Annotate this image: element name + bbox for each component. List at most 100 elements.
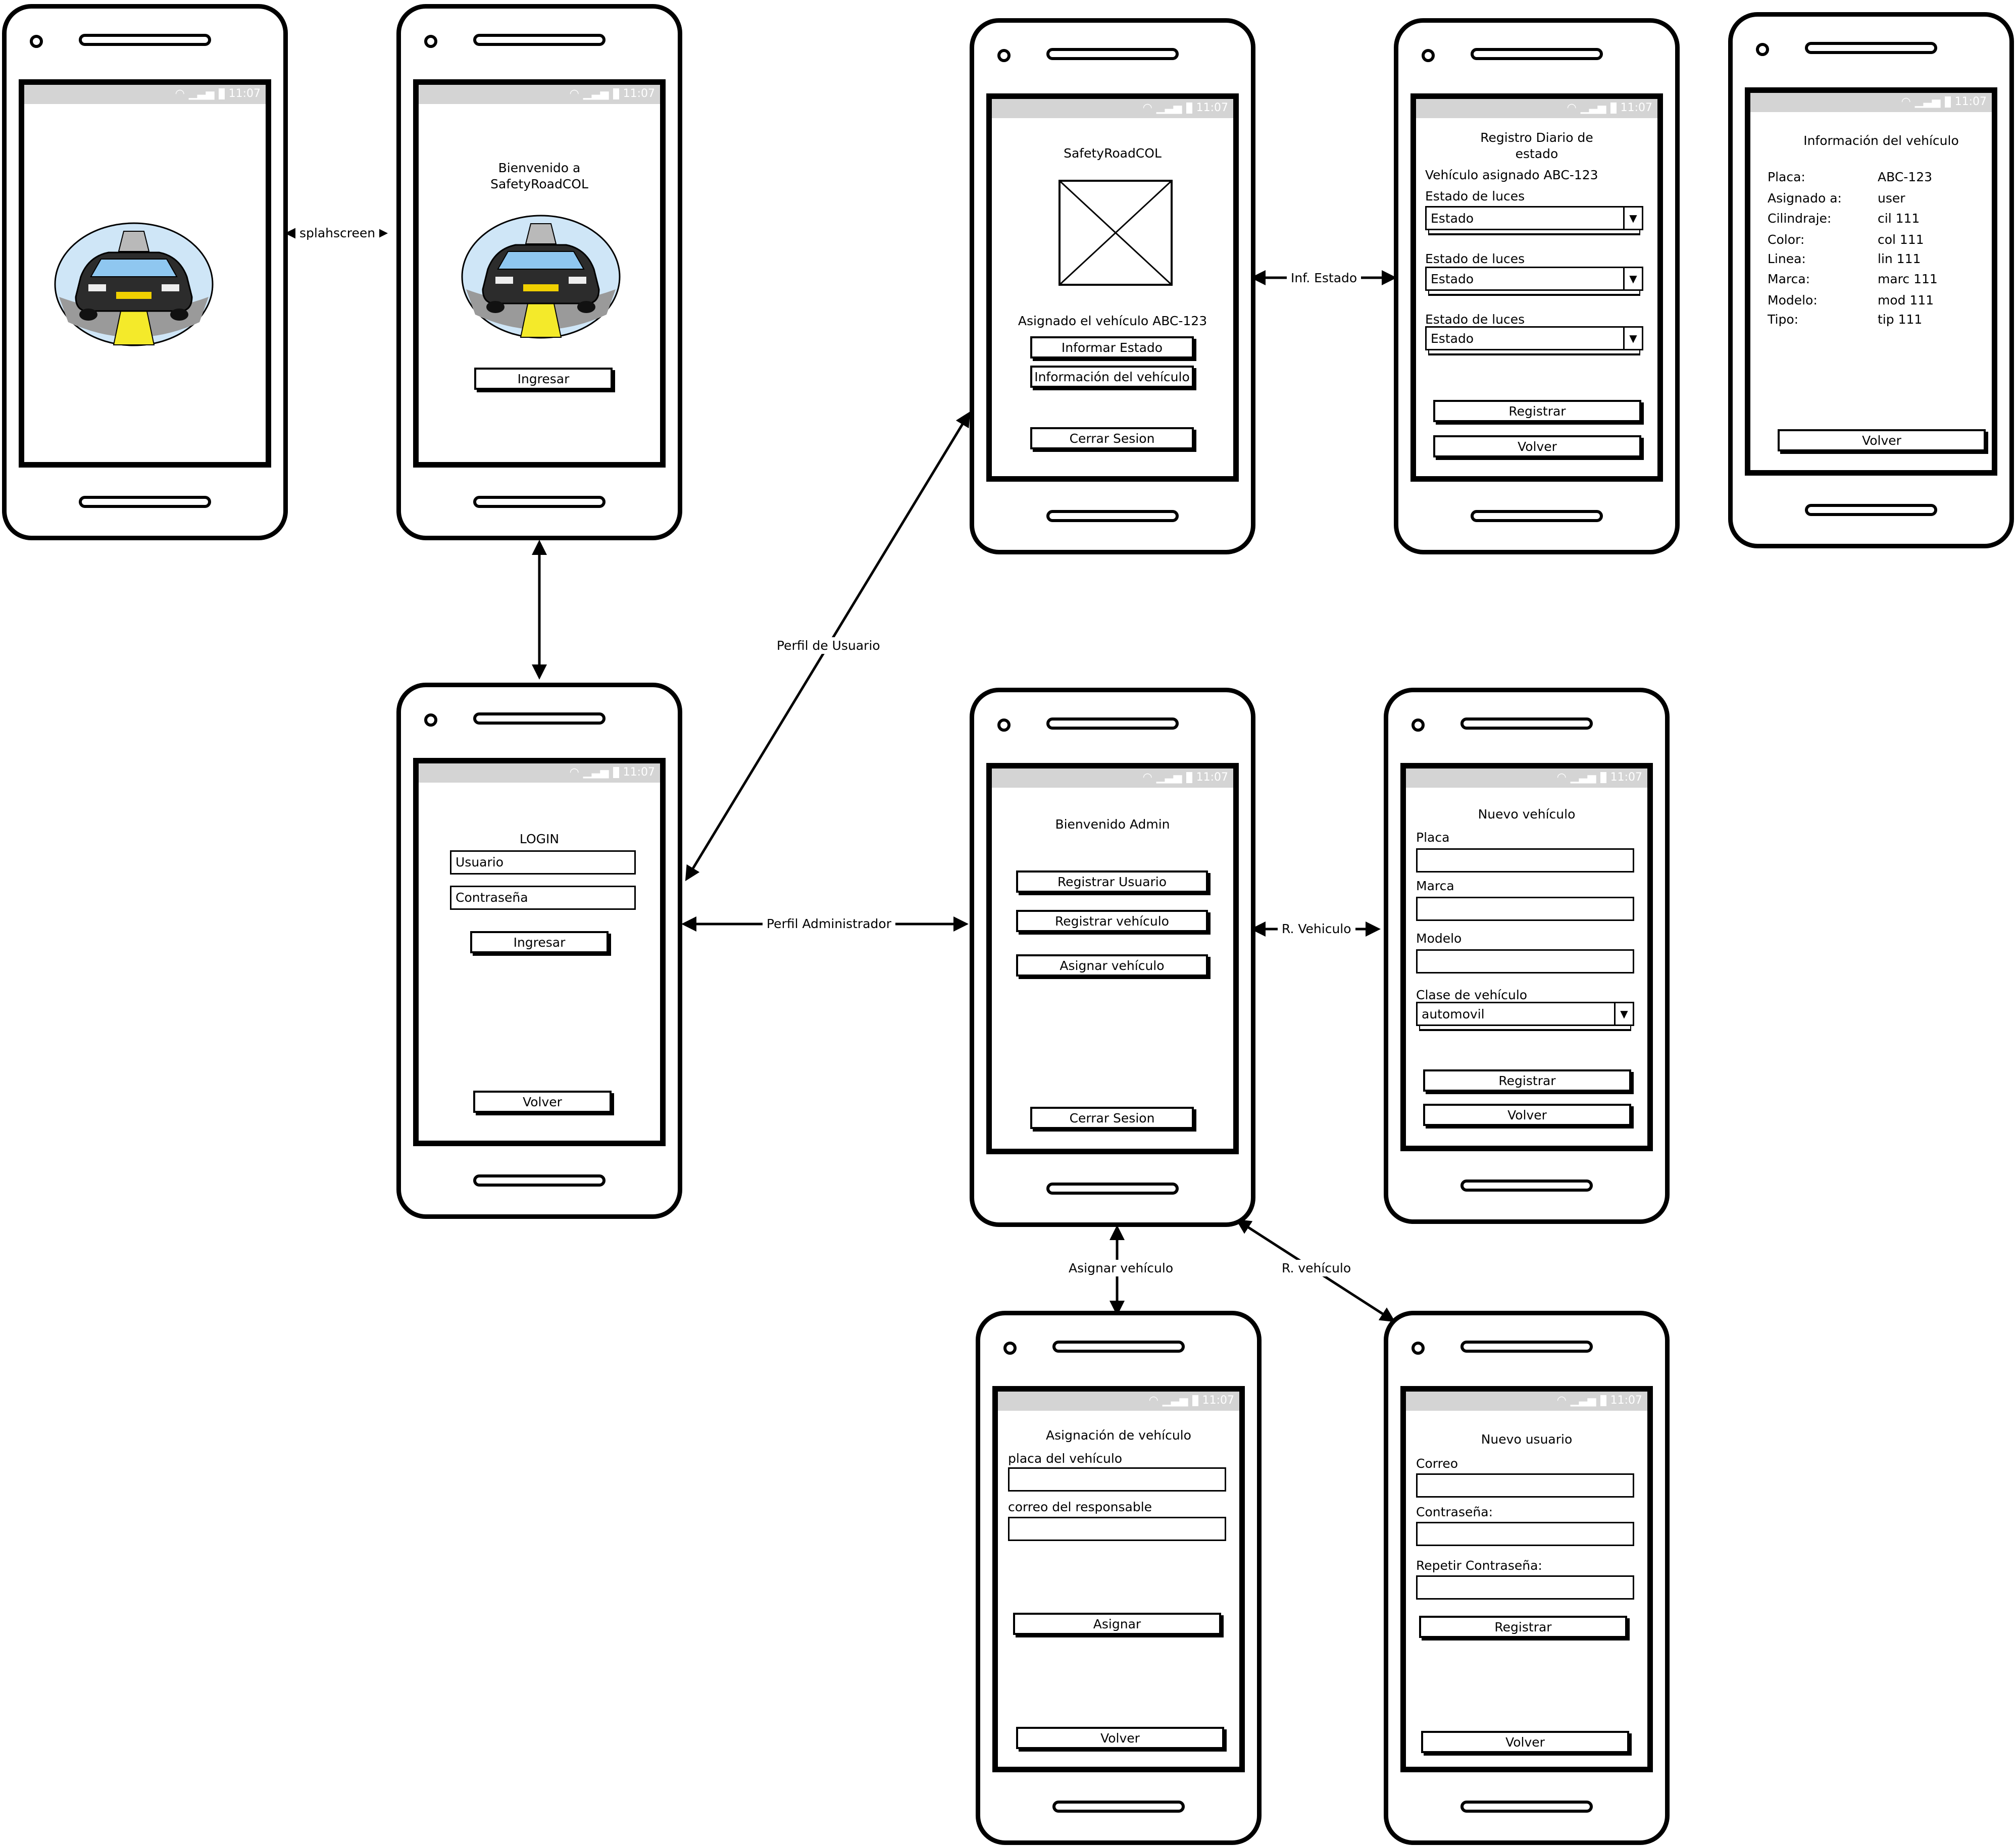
registrar-button[interactable]: Registrar	[1423, 1069, 1631, 1092]
correo-label: Correo	[1416, 1456, 1458, 1471]
speaker-icon	[79, 34, 211, 46]
registrar-vehiculo-button[interactable]: Registrar vehículo	[1016, 910, 1208, 932]
info-value: user	[1878, 191, 1905, 206]
placa-label: Placa	[1416, 830, 1450, 845]
status-time: 11:07	[1610, 1394, 1642, 1407]
welcome-title-line1: Bienvenido a	[498, 161, 581, 175]
informar-estado-button[interactable]: Informar Estado	[1030, 336, 1194, 358]
info-key: Placa:	[1768, 170, 1805, 184]
volver-button[interactable]: Volver	[1016, 1727, 1224, 1749]
status-bar: ◠▁▃▅11:07	[24, 85, 266, 104]
status-time: 11:07	[228, 87, 261, 100]
volver-button[interactable]: Volver	[1421, 1731, 1629, 1753]
speaker-icon	[1460, 717, 1593, 730]
home-button-icon	[1460, 1801, 1593, 1813]
info-key: Modelo:	[1768, 293, 1818, 307]
placa-input[interactable]	[1008, 1467, 1226, 1492]
estado-luces-label-1: Estado de luces	[1425, 189, 1525, 203]
asignacion-title: Asignación de vehículo	[1046, 1428, 1191, 1443]
battery-icon	[613, 767, 619, 778]
registrar-button[interactable]: Registrar	[1419, 1616, 1627, 1638]
login-title: LOGIN	[519, 832, 560, 846]
volver-button[interactable]: Volver	[1433, 435, 1641, 457]
battery-icon	[1186, 102, 1192, 114]
info-key: Cilindraje:	[1768, 211, 1832, 226]
info-key: Tipo:	[1768, 312, 1799, 327]
placa-input[interactable]	[1416, 848, 1634, 873]
estado-select-2[interactable]: Estado▼	[1425, 267, 1643, 291]
asignar-vehiculo-button[interactable]: Asignar vehículo	[1016, 954, 1208, 977]
repetir-contrasena-input[interactable]	[1416, 1575, 1634, 1600]
camera-icon	[1756, 43, 1769, 56]
screen-asignacion: ◠▁▃▅11:07 Asignación de vehículo placa d…	[992, 1386, 1245, 1772]
status-time: 11:07	[1610, 771, 1642, 784]
screen-admin: ◠▁▃▅11:07 Bienvenido Admin Registrar Usu…	[986, 763, 1239, 1154]
wifi-icon: ◠	[1148, 1394, 1158, 1407]
speaker-icon	[1046, 48, 1179, 60]
phone-nuevo-vehiculo: ◠▁▃▅11:07 Nuevo vehículo Placa Marca Mod…	[1384, 688, 1670, 1224]
safety-road-logo	[54, 222, 214, 346]
contrasena-input[interactable]	[1416, 1522, 1634, 1546]
screen-registro-diario: ◠▁▃▅11:07 Registro Diario de estado Vehí…	[1410, 93, 1663, 482]
registrar-usuario-button[interactable]: Registrar Usuario	[1016, 870, 1208, 893]
speaker-icon	[1046, 717, 1179, 730]
contrasena-input[interactable]: Contraseña	[450, 886, 636, 910]
vehiculo-asignado-text: Vehículo asignado ABC-123	[1425, 168, 1598, 182]
phone-admin: ◠▁▃▅11:07 Bienvenido Admin Registrar Usu…	[970, 688, 1255, 1227]
edge-label-perfil-admin: Perfil Administrador	[763, 915, 895, 932]
signal-icon: ▁▃▅	[1156, 101, 1182, 114]
marca-label: Marca	[1416, 879, 1454, 893]
phone-user-home: ◠▁▃▅11:07 SafetyRoadCOL Asignado el vehí…	[970, 18, 1255, 554]
volver-button[interactable]: Volver	[1423, 1104, 1631, 1126]
status-bar: ◠▁▃▅11:07	[1750, 93, 1992, 112]
status-time: 11:07	[623, 766, 655, 779]
info-value: ABC-123	[1878, 170, 1933, 184]
cerrar-sesion-button[interactable]: Cerrar Sesion	[1030, 427, 1194, 449]
registro-title-line1: Registro Diario de	[1480, 130, 1593, 145]
home-button-icon	[1046, 1183, 1179, 1195]
estado-select-1[interactable]: Estado▼	[1425, 206, 1643, 230]
repetir-contrasena-label: Repetir Contraseña:	[1416, 1558, 1542, 1573]
informacion-vehiculo-button[interactable]: Información del vehículo	[1030, 366, 1194, 388]
ingresar-button[interactable]: Ingresar	[474, 368, 613, 390]
chevron-down-icon: ▼	[1623, 208, 1642, 229]
volver-button[interactable]: Volver	[473, 1091, 612, 1113]
app-title: SafetyRoadCOL	[1064, 146, 1162, 161]
camera-icon	[997, 49, 1011, 62]
volver-button[interactable]: Volver	[1778, 429, 1986, 451]
screen-nuevo-vehiculo: ◠▁▃▅11:07 Nuevo vehículo Placa Marca Mod…	[1400, 763, 1653, 1151]
asignar-button[interactable]: Asignar	[1013, 1613, 1221, 1635]
camera-icon	[1412, 1342, 1425, 1355]
estado-select-3[interactable]: Estado▼	[1425, 326, 1643, 350]
marca-input[interactable]	[1416, 897, 1634, 921]
correo-input[interactable]	[1008, 1517, 1226, 1541]
home-button-icon	[473, 1174, 606, 1187]
status-bar: ◠▁▃▅11:07	[1406, 768, 1647, 788]
edge-label-r-vehiculo-2: R. vehículo	[1278, 1260, 1355, 1276]
phone-nuevo-usuario: ◠▁▃▅11:07 Nuevo usuario Correo Contraseñ…	[1384, 1311, 1670, 1845]
status-bar: ◠▁▃▅11:07	[1406, 1392, 1647, 1411]
camera-icon	[1412, 719, 1425, 732]
phone-login: ◠▁▃▅11:07 LOGIN Usuario Contraseña Ingre…	[396, 683, 682, 1219]
estado-luces-label-2: Estado de luces	[1425, 251, 1525, 266]
correo-input[interactable]	[1416, 1473, 1634, 1498]
info-key: Marca:	[1768, 272, 1810, 286]
info-key: Linea:	[1768, 251, 1806, 266]
ingresar-button[interactable]: Ingresar	[470, 931, 609, 953]
camera-icon	[997, 719, 1011, 732]
screen-welcome: ◠▁▃▅11:07 Bienvenido a SafetyRoadCOL Ing…	[413, 79, 666, 468]
clase-select[interactable]: automovil▼	[1416, 1002, 1634, 1026]
cerrar-sesion-button[interactable]: Cerrar Sesion	[1030, 1107, 1194, 1129]
home-button-icon	[1052, 1801, 1185, 1813]
signal-icon: ▁▃▅	[1156, 771, 1182, 784]
modelo-input[interactable]	[1416, 949, 1634, 973]
signal-icon: ▁▃▅	[1580, 101, 1606, 114]
info-value: lin 111	[1878, 251, 1921, 266]
wifi-icon: ◠	[175, 87, 185, 100]
registrar-button[interactable]: Registrar	[1433, 400, 1641, 422]
screen-user-home: ◠▁▃▅11:07 SafetyRoadCOL Asignado el vehí…	[986, 93, 1239, 482]
status-time: 11:07	[1196, 771, 1228, 784]
wifi-icon: ◠	[1142, 771, 1152, 784]
wifi-icon: ◠	[1556, 1394, 1567, 1407]
usuario-input[interactable]: Usuario	[450, 850, 636, 875]
